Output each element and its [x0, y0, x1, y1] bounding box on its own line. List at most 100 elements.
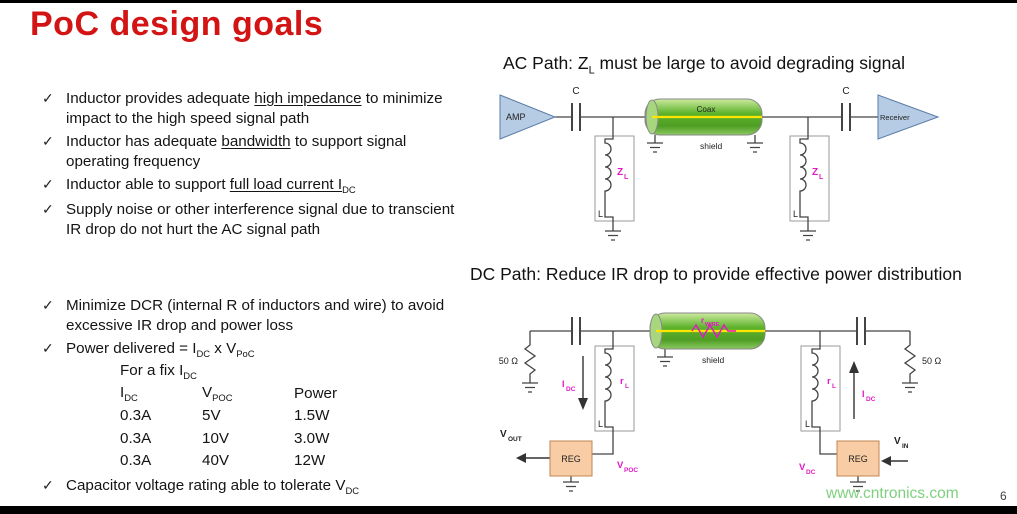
check-icon: ✓ [42, 476, 54, 493]
goal-text: Supply noise or other interference signa… [66, 200, 455, 238]
table-header-row: IDC VPOC Power [120, 383, 364, 406]
ac-goals-panel: ✓ Inductor provides adequate high impeda… [42, 89, 466, 243]
goal-inductor-impedance: ✓ Inductor provides adequate high impeda… [42, 89, 466, 129]
receiver-label: Receiver [880, 113, 910, 122]
cell-power: 1.5W [294, 407, 330, 425]
inductor-coils [604, 346, 821, 431]
text-underlined: bandwidth [221, 133, 291, 151]
reg-box-right [836, 440, 880, 477]
rl-label-left: r [620, 376, 624, 387]
ground-icon [747, 142, 763, 153]
zl-sub-left: L [624, 174, 629, 181]
check-icon: ✓ [42, 133, 54, 150]
resistor-50ohm-left [523, 331, 537, 383]
table-row: 0.3A 40V 12W [120, 451, 364, 473]
ground-icon [605, 221, 621, 241]
ac-wires [555, 116, 878, 143]
ground-icon [902, 382, 918, 393]
ground-symbols [522, 356, 918, 492]
amp-label: AMP [506, 112, 526, 122]
subscript: DC [342, 184, 356, 196]
coax-label: Coax [697, 105, 716, 114]
cell-idc: 0.3A [120, 451, 152, 469]
goal-text: Inductor able to support full load curre… [66, 175, 356, 196]
capacitor-right [841, 103, 851, 131]
resistor-50ohm-right [903, 331, 917, 383]
cell-power: 3.0W [294, 429, 330, 447]
coax-cable: r WIRE [649, 312, 766, 350]
inductor-box-right [789, 135, 830, 222]
col-header-vpoc: VPOC [202, 384, 233, 404]
page-number: 6 [1000, 489, 1007, 503]
amp-triangle [499, 94, 557, 140]
fixed-current-note: For a fix IDC [120, 361, 364, 382]
inductor-label-right: L [793, 209, 798, 219]
ac-path-title: AC Path: ZL must be large to avoid degra… [503, 53, 905, 77]
capacitors [571, 317, 866, 345]
table-row: 0.3A 5V 1.5W [120, 406, 364, 428]
capacitor-left [571, 317, 581, 345]
idc-sub-right: DC [866, 396, 876, 403]
capacitor-left-label: C [572, 86, 579, 97]
rwire-resistor [691, 323, 736, 339]
inductor-coil-right [799, 136, 809, 221]
shield-label: shield [702, 355, 724, 365]
page-title: PoC design goals [30, 5, 324, 43]
zl-label-left: Z [617, 167, 623, 178]
goal-text: Inductor provides adequate high impedanc… [66, 89, 466, 129]
ac-goals-list: ✓ Inductor provides adequate high impeda… [42, 89, 466, 240]
text-segment: For a fix I [120, 361, 184, 379]
table-row: 0.3A 10V 3.0W [120, 429, 364, 451]
capacitors [571, 103, 851, 131]
text-segment: to minimize impact to the high speed sig… [66, 90, 443, 128]
vout-label: V [500, 429, 507, 440]
cell-vpoc: 5V [202, 407, 221, 425]
slide: PoC design goals ✓ Inductor provides ade… [0, 3, 1017, 506]
text-underlined: high impedance [254, 90, 362, 107]
reg-box-left [549, 440, 593, 477]
rl-sub-right: L [832, 383, 836, 390]
col-header-power: Power [294, 384, 338, 402]
text-segment: to support signal operating frequency [66, 133, 407, 171]
ground-symbols [605, 142, 816, 241]
ac-path-diagram: Coax shield C C AMP Receiver Z L Z L L L [499, 86, 940, 241]
goal-minimize-dcr: ✓ Minimize DCR (internal R of inductors … [42, 296, 478, 336]
dc-path-title: DC Path: Reduce IR drop to provide effec… [470, 264, 962, 284]
goal-power-delivered: ✓ Power delivered = IDC x VPoC For a fix… [42, 339, 478, 473]
inductor-label-right: L [805, 419, 810, 429]
coax-cable: Coax [644, 98, 763, 136]
capacitor-right [856, 317, 866, 345]
rwire-label: r [701, 316, 704, 325]
cell-idc: 0.3A [120, 407, 152, 425]
goal-text: Minimize DCR (internal R of inductors an… [66, 297, 445, 335]
dc-goals-panel: ✓ Minimize DCR (internal R of inductors … [42, 296, 478, 500]
cell-vpoc: 40V [202, 451, 230, 469]
text-segment: Inductor has adequate [66, 133, 222, 151]
text-segment: Power delivered = I [66, 340, 197, 358]
vin-sub: IN [902, 443, 909, 450]
idc-sub-left: DC [566, 386, 576, 393]
zl-sub-right: L [819, 174, 824, 181]
reg-label-right: REG [848, 454, 868, 464]
idc-arrowhead-right [849, 361, 859, 373]
goal-text: Power delivered = IDC x VPoC For a fix I… [66, 339, 364, 473]
text-underlined: full load current I [229, 176, 343, 194]
shield-label: shield [700, 141, 722, 151]
vpoc-label: V [617, 460, 624, 471]
dc-goals-list: ✓ Minimize DCR (internal R of inductors … [42, 296, 478, 497]
check-icon: ✓ [42, 340, 54, 357]
goal-inductor-load-current: ✓ Inductor able to support full load cur… [42, 175, 466, 196]
ground-icon [647, 142, 663, 153]
inductor-label-left: L [598, 419, 603, 429]
check-icon: ✓ [42, 297, 54, 313]
vout-arrowhead [516, 453, 526, 463]
text-segment: Capacitor voltage rating able to tolerat… [66, 476, 346, 494]
vdc-label: V [799, 462, 806, 473]
vdc-sub: DC [806, 469, 816, 476]
inductor-coils [604, 136, 809, 221]
cell-idc: 0.3A [120, 429, 152, 447]
check-icon: ✓ [42, 90, 54, 106]
text-segment: x V [210, 340, 237, 358]
idc-label-right: I [862, 389, 865, 399]
